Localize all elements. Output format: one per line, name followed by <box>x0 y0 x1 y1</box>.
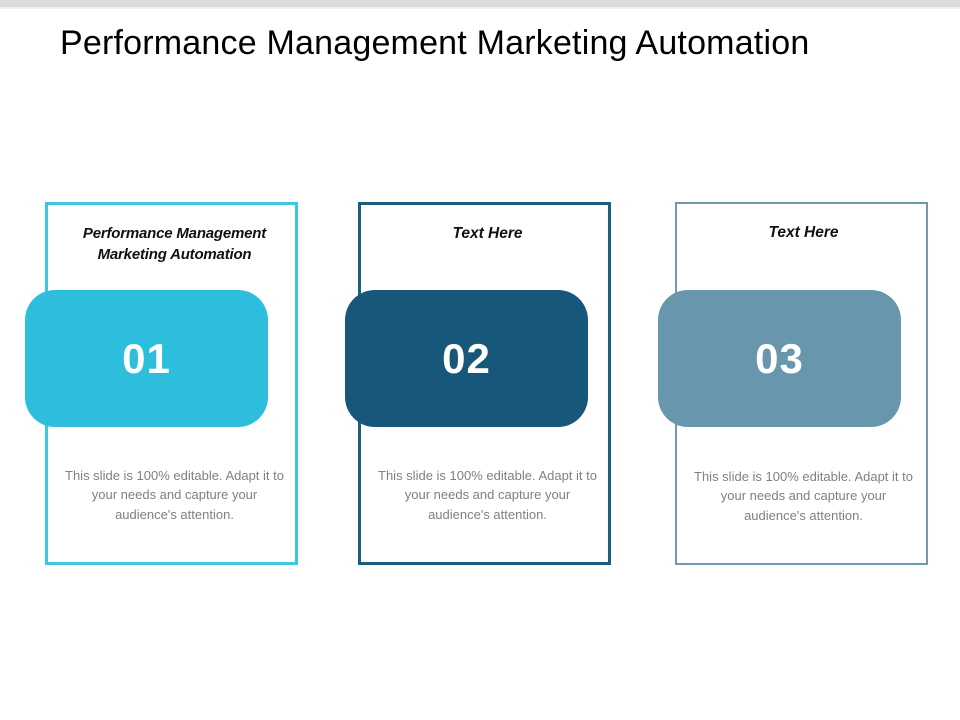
cards-container: Performance Management Marketing Automat… <box>0 9 960 720</box>
card-02-number: 02 <box>442 334 491 382</box>
card-01-number-badge[interactable]: 01 <box>25 290 268 427</box>
card-03-number-badge[interactable]: 03 <box>658 290 901 427</box>
card-02-heading: Text Here <box>452 225 523 242</box>
card-03-body-text: This slide is 100% editable. Adapt it to… <box>694 468 913 523</box>
window-top-strip-shadow <box>0 7 960 9</box>
slide-canvas: Performance Management Marketing Automat… <box>0 9 960 720</box>
page-title: Performance Management Marketing Automat… <box>60 24 810 62</box>
card-03-heading: Text Here <box>768 224 839 241</box>
card-03-number: 03 <box>755 334 804 382</box>
card-01-heading: Performance Management Marketing Automat… <box>82 225 267 263</box>
card-01-body-text: This slide is 100% editable. Adapt it to… <box>65 467 284 522</box>
card-02-body-text: This slide is 100% editable. Adapt it to… <box>378 467 597 522</box>
card-02-number-badge[interactable]: 02 <box>345 290 588 427</box>
window-top-strip <box>0 0 960 7</box>
card-01-number: 01 <box>122 334 171 382</box>
